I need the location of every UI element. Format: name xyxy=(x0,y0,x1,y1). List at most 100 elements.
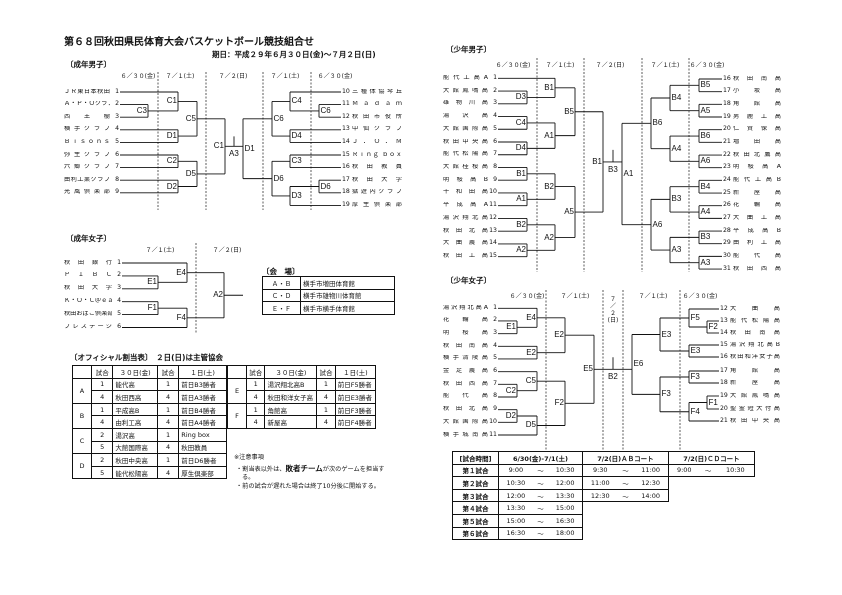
match-label: C2 xyxy=(166,156,177,166)
game-number: 4 xyxy=(156,440,180,455)
team-number: 3 xyxy=(117,284,121,292)
game-number: 4 xyxy=(316,415,336,429)
team-name: 秋田中央高 xyxy=(730,417,780,424)
game-number: 1 xyxy=(156,402,180,417)
match-label: A1 xyxy=(516,194,526,204)
time-cell: 12:30 xyxy=(581,488,618,503)
game-number: 4 xyxy=(245,415,266,429)
match-label: F2 xyxy=(708,322,718,331)
team-number: 8 xyxy=(115,175,119,183)
team-number: 3 xyxy=(493,99,497,107)
team-number: 23 xyxy=(723,163,731,171)
venue-courts: Ｅ・Ｆ xyxy=(262,301,301,315)
match-label: D1 xyxy=(166,131,177,141)
match-label: A5 xyxy=(564,207,574,217)
team-number: 17 xyxy=(342,175,350,183)
empty-cell xyxy=(717,477,755,490)
team-name: 秋田南高 xyxy=(733,75,781,82)
match-label: A4 xyxy=(671,143,682,153)
team-number: 6 xyxy=(493,137,497,145)
team-name: 三種体協琴丘 xyxy=(352,88,402,95)
team-number: 2 xyxy=(493,86,497,94)
page-title: 第６８回秋田県民体育大会バスケットボール競技組合せ xyxy=(64,37,314,48)
time-cell: 16:30 xyxy=(497,526,533,541)
match-label: C2 xyxy=(505,385,516,395)
match-label: B2 xyxy=(516,219,526,229)
match-label: A2 xyxy=(213,290,223,300)
team-number: 8 xyxy=(493,162,497,170)
team-number: 3 xyxy=(115,112,119,120)
time-cell: ～ xyxy=(617,463,634,478)
team-name: 新屋高 xyxy=(733,189,781,196)
group-label: F xyxy=(227,402,247,429)
team-name: 大館桂桜高 xyxy=(443,163,488,170)
empty-cell xyxy=(582,502,617,515)
team-number: 3 xyxy=(493,329,497,337)
time-cell: ～ xyxy=(532,463,549,478)
match-label: B5 xyxy=(700,80,711,90)
team-number: 20 xyxy=(720,404,728,412)
date-header: ７ xyxy=(609,296,616,303)
game-label: 第３試合 xyxy=(452,488,499,503)
venue-courts: Ａ・Ｂ xyxy=(262,276,301,290)
date-header: ７／１(土) xyxy=(545,62,575,69)
match-label: C1 xyxy=(213,141,224,151)
match-label: D3 xyxy=(291,190,302,200)
team-number: 14 xyxy=(342,137,350,145)
team-name: Ｒｉｎｇ ｂｏｘ xyxy=(352,151,402,158)
empty-cell xyxy=(700,502,717,515)
time-cell: 12:30 xyxy=(633,476,669,490)
team-name: 角館高 xyxy=(733,100,781,107)
team-name: Ａ・Ｐ・Ｏクラブ xyxy=(64,101,110,108)
team-number: 4 xyxy=(115,125,119,133)
team-number: 6 xyxy=(115,150,119,158)
match-label: B2 xyxy=(544,181,554,191)
header-cell: １日(土) xyxy=(178,365,227,379)
match-label: D2 xyxy=(166,181,177,191)
team-name: Ｍａｄａｍ xyxy=(352,101,402,108)
empty-cell xyxy=(717,527,755,540)
time-cell: 9:00 xyxy=(497,463,533,478)
game-number: 1 xyxy=(90,377,114,392)
match-label: B3 xyxy=(671,194,682,204)
team-name: 厚生倶楽部 xyxy=(352,201,402,208)
team-name: 角館高 xyxy=(730,367,780,374)
date-header: ６／３０(金) xyxy=(317,73,353,80)
match-label: A1 xyxy=(623,169,634,179)
match-label: A2 xyxy=(544,232,554,242)
header-cell: 試合 xyxy=(316,365,336,379)
team-name: 能代工高A xyxy=(443,74,488,81)
team-cell: 能代高 xyxy=(112,377,158,392)
match-label: B1 xyxy=(544,82,554,92)
match-label: A1 xyxy=(544,130,554,140)
team-number: 16 xyxy=(342,163,350,171)
team-name: 秋田銀行 xyxy=(64,259,112,266)
team-name: 秋田大学 xyxy=(64,285,112,292)
game-number: 5 xyxy=(90,440,114,455)
team-cell: 湯沢高 xyxy=(112,427,158,442)
match-label: E1 xyxy=(506,322,516,332)
team-number: 6 xyxy=(117,323,121,330)
team-name: 秋田北高 xyxy=(443,227,488,234)
section-heading-shonen-danshi: 〔少年男子〕 xyxy=(446,45,491,54)
team-number: 13 xyxy=(342,125,350,133)
date-header: ／ xyxy=(609,303,616,310)
header-cell: 試合 xyxy=(245,365,266,379)
date-header: ７／２(日) xyxy=(218,73,248,80)
date-header: ７／１(土) xyxy=(165,73,195,80)
team-cell: 前日B4勝者 xyxy=(178,402,227,417)
team-name: 秋田北高 xyxy=(443,406,488,413)
game-number: 4 xyxy=(156,390,180,404)
game-number: 5 xyxy=(90,465,114,480)
team-name: 秋田西高 xyxy=(443,380,488,387)
match-label: C5 xyxy=(525,376,536,386)
date-header: ６／３０(金) xyxy=(682,293,718,300)
